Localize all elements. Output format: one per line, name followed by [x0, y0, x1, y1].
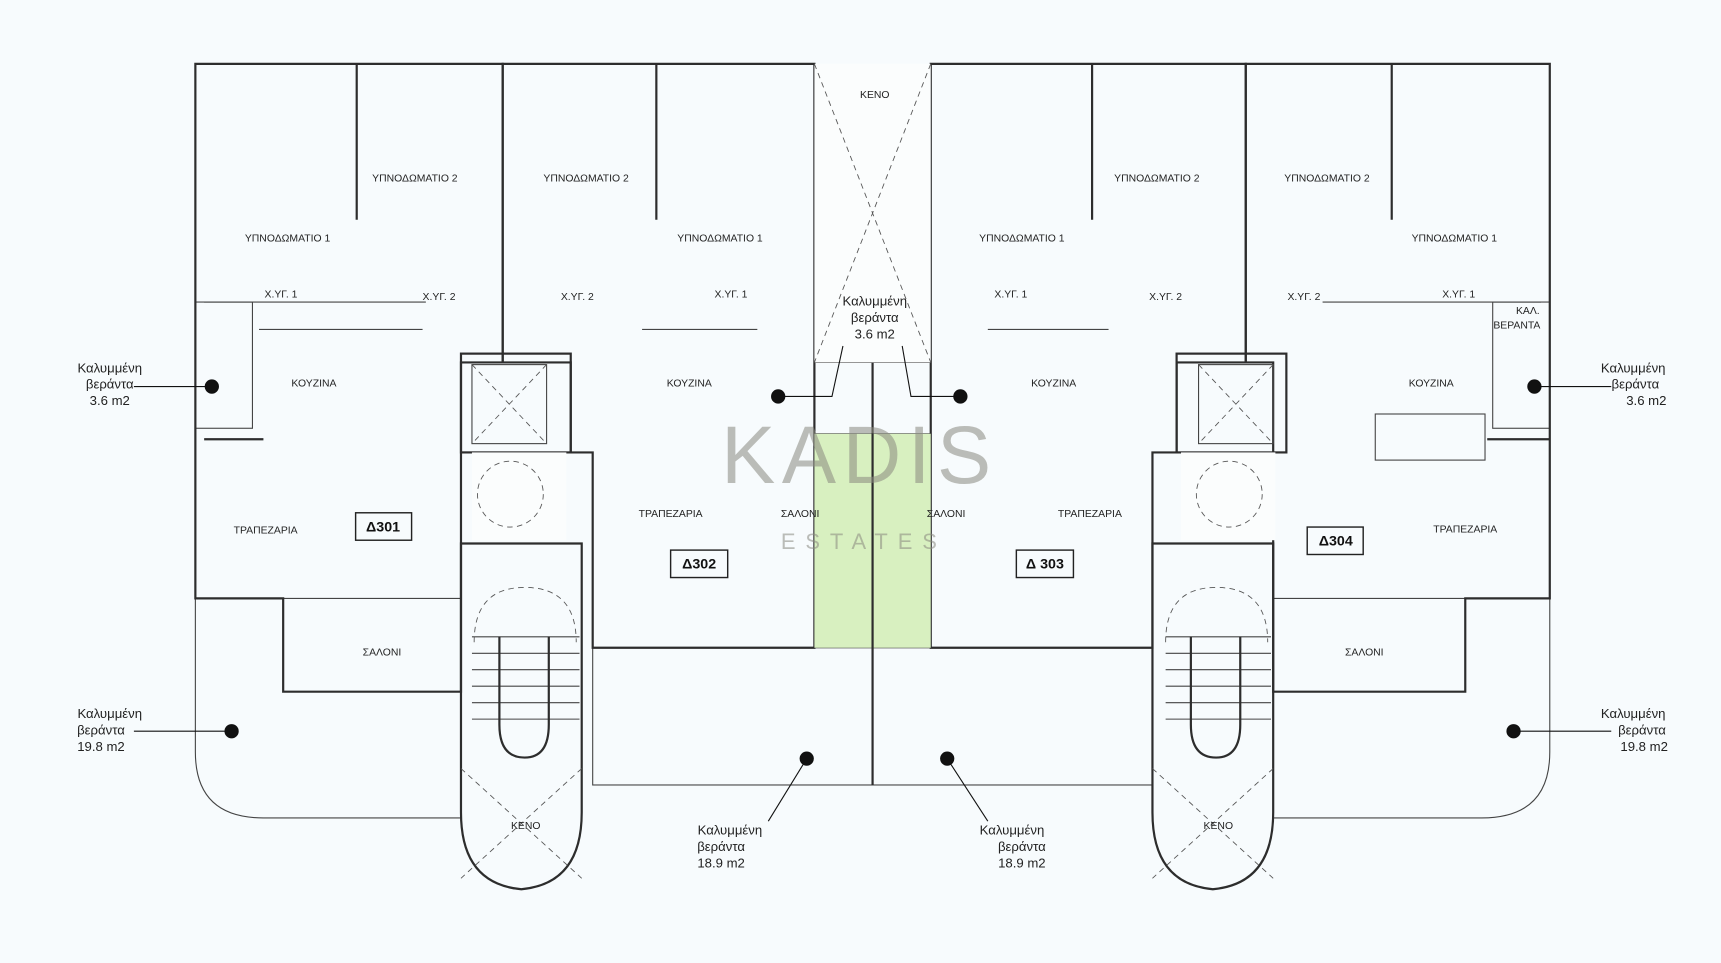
svg-text:Καλυμμένη: Καλυμμένη [980, 822, 1045, 837]
unit-label-d304: Δ304 [1319, 534, 1353, 550]
unit-label-d303: Δ 303 [1026, 557, 1064, 573]
callout-right-small: Καλυμμένη βεράντα 3.6 m2 [1601, 360, 1667, 408]
room-label: ΥΠΝΟΔΩΜΑΤΙΟ 1 [979, 234, 1065, 245]
svg-text:βεράντα: βεράντα [998, 839, 1046, 854]
room-label: ΤΡΑΠΕΖΑΡΙΑ [1058, 509, 1122, 520]
room-label: ΤΡΑΠΕΖΑΡΙΑ [1433, 525, 1497, 536]
svg-text:βεράντα: βεράντα [697, 839, 745, 854]
svg-text:19.8 m2: 19.8 m2 [1620, 739, 1668, 754]
room-label: Χ.ΥΓ. 1 [715, 290, 748, 301]
room-label: ΚΟΥΖΙΝΑ [1409, 379, 1454, 390]
room-label: ΥΠΝΟΔΩΜΑΤΙΟ 2 [372, 173, 458, 184]
room-label: ΤΡΑΠΕΖΑΡΙΑ [234, 526, 298, 537]
svg-text:18.9 m2: 18.9 m2 [697, 855, 745, 870]
room-label: ΚΟΥΖΙΝΑ [667, 379, 712, 390]
apartment-d302[interactable] [501, 62, 816, 649]
apartment-d304[interactable] [1244, 62, 1551, 693]
apartment-d301[interactable] [194, 62, 504, 693]
stair-core-left [459, 352, 583, 891]
svg-text:βεράντα: βεράντα [86, 377, 134, 392]
room-label: ΥΠΝΟΔΩΜΑΤΙΟ 2 [1284, 173, 1370, 184]
room-label: ΚΟΥΖΙΝΑ [1031, 379, 1076, 390]
callout-center-small: Καλυμμένη βεράντα 3.6 m2 [842, 293, 907, 341]
veranda-bottom-left [194, 597, 462, 819]
svg-text:3.6 m2: 3.6 m2 [90, 393, 130, 408]
room-label: Χ.ΥΓ. 1 [265, 290, 298, 301]
room-label: Χ.ΥΓ. 1 [1442, 290, 1475, 301]
room-label: ΥΠΝΟΔΩΜΑΤΙΟ 1 [677, 234, 763, 245]
svg-text:3.6 m2: 3.6 m2 [1626, 393, 1666, 408]
callout-left-small: Καλυμμένη βεράντα 3.6 m2 [77, 360, 142, 408]
svg-text:βεράντα: βεράντα [1618, 722, 1666, 737]
callout-markers [133, 345, 1612, 822]
callout-right-large: Καλυμμένη βεράντα 19.8 m2 [1601, 706, 1668, 754]
svg-text:18.9 m2: 18.9 m2 [998, 855, 1046, 870]
room-label: ΣΑΛΟΝΙ [781, 509, 820, 520]
svg-text:Καλυμμένη: Καλυμμένη [842, 293, 907, 308]
room-label: ΥΠΝΟΔΩΜΑΤΙΟ 2 [543, 173, 629, 184]
svg-text:Καλυμμένη: Καλυμμένη [1601, 706, 1666, 721]
svg-text:Καλυμμένη: Καλυμμένη [77, 706, 142, 721]
room-label: ΒΕΡΑΝΤΑ [1493, 320, 1540, 331]
svg-text:Καλυμμένη: Καλυμμένη [698, 822, 763, 837]
veranda-small-left [194, 301, 253, 429]
room-label: ΚΑΛ. [1516, 306, 1540, 317]
void-label: ΚΕΝΟ [511, 821, 541, 832]
room-label: ΣΑΛΟΝΙ [927, 509, 966, 520]
callout-center-right: Καλυμμένη βεράντα 18.9 m2 [980, 822, 1046, 870]
apartment-d303[interactable] [929, 62, 1247, 649]
void-label: ΚΕΝΟ [1204, 821, 1234, 832]
unit-label-d301: Δ301 [366, 519, 400, 535]
room-label: Χ.ΥΓ. 1 [994, 290, 1027, 301]
void-top [813, 63, 932, 363]
room-label: ΥΠΝΟΔΩΜΑΤΙΟ 1 [1412, 234, 1498, 245]
room-label: ΥΠΝΟΔΩΜΑΤΙΟ 2 [1114, 173, 1200, 184]
callout-left-large: Καλυμμένη βεράντα 19.8 m2 [77, 706, 142, 754]
svg-text:βεράντα: βεράντα [851, 310, 899, 325]
room-label: ΚΟΥΖΙΝΑ [291, 379, 336, 390]
svg-text:βεράντα: βεράντα [1612, 377, 1660, 392]
room-label: Χ.ΥΓ. 2 [1149, 292, 1182, 303]
unit-label-d302: Δ302 [682, 557, 716, 573]
svg-text:3.6 m2: 3.6 m2 [855, 326, 895, 341]
veranda-bottom-right [1272, 597, 1551, 819]
room-label: ΥΠΝΟΔΩΜΑΤΙΟ 1 [245, 234, 331, 245]
room-label: Χ.ΥΓ. 2 [1287, 292, 1320, 303]
void-label: ΚΕΝΟ [860, 90, 889, 101]
svg-text:βεράντα: βεράντα [77, 722, 125, 737]
stair-core-right [1151, 352, 1288, 891]
watermark-logo: KADIS [721, 410, 998, 501]
room-label: Χ.ΥΓ. 2 [561, 292, 594, 303]
svg-text:19.8 m2: 19.8 m2 [77, 739, 125, 754]
callout-center-left: Καλυμμένη βεράντα 18.9 m2 [697, 822, 762, 870]
room-label: ΤΡΑΠΕΖΑΡΙΑ [639, 509, 703, 520]
room-label: ΣΑΛΟΝΙ [1345, 647, 1384, 658]
svg-text:Καλυμμένη: Καλυμμένη [1601, 360, 1666, 375]
room-label: Χ.ΥΓ. 2 [423, 292, 456, 303]
watermark-subtitle: ESTATES [781, 529, 947, 554]
room-label: ΣΑΛΟΝΙ [363, 647, 402, 658]
svg-text:Καλυμμένη: Καλυμμένη [77, 360, 142, 375]
